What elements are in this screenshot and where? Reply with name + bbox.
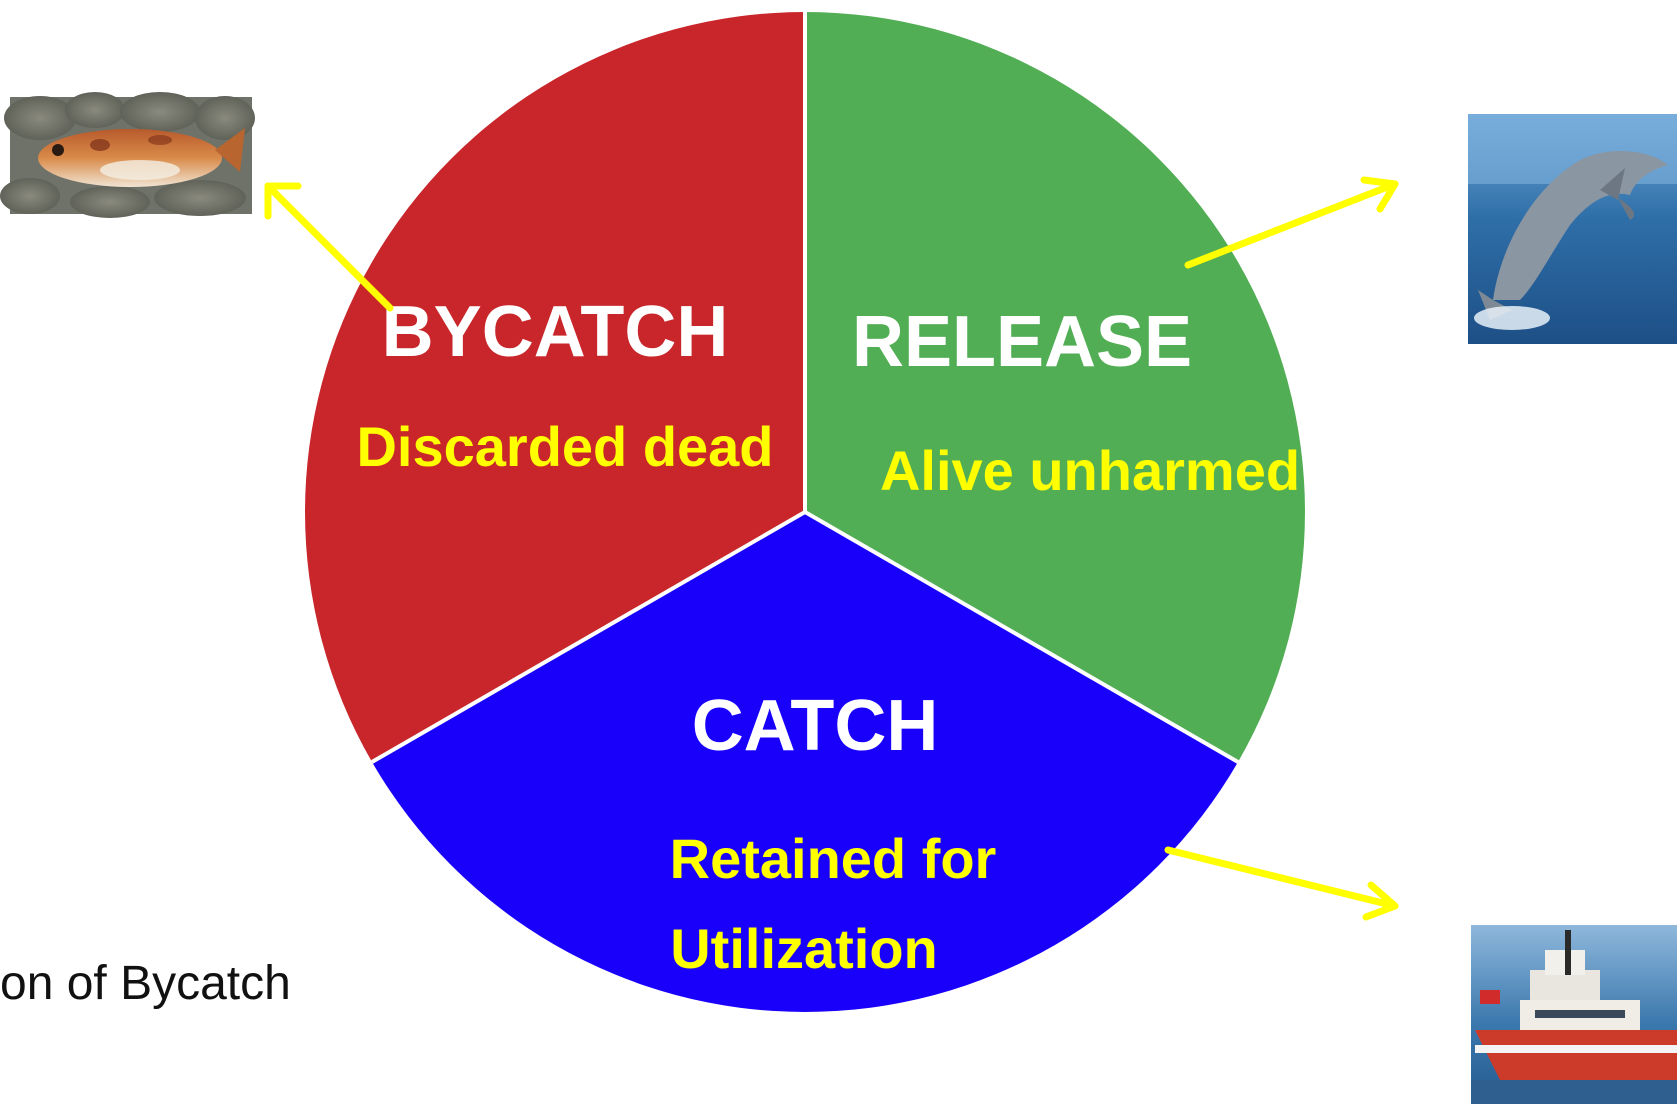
pie-slice-bycatch (305, 12, 805, 762)
slice-subtitle-bycatch: Discarded dead (356, 415, 773, 478)
slice-subtitle-catch-line2: Utilization (670, 917, 938, 980)
slice-title-release: RELEASE (852, 302, 1192, 382)
photo-dead-fish (0, 92, 255, 218)
photo-dolphin (1468, 114, 1677, 344)
arrow-to-dolphin (1184, 176, 1399, 269)
slice-dividers (370, 12, 1240, 764)
photo-fishing-vessel (1471, 925, 1677, 1104)
slice-title-catch: CATCH (692, 686, 939, 766)
slice-subtitle-catch-line1: Retained for (670, 827, 997, 890)
arrow-to-fish (264, 182, 394, 312)
pie-slice-catch (372, 512, 1238, 1012)
pie-chart: BYCATCH Discarded dead RELEASE Alive unh… (305, 12, 1305, 1012)
slice-title-bycatch: BYCATCH (382, 292, 729, 372)
caption-text: on of Bycatch (0, 957, 291, 1010)
slice-subtitle-release: Alive unharmed (880, 439, 1300, 502)
pie-slice-release (805, 12, 1305, 762)
arrows (264, 176, 1399, 921)
arrow-to-vessel (1164, 846, 1399, 921)
